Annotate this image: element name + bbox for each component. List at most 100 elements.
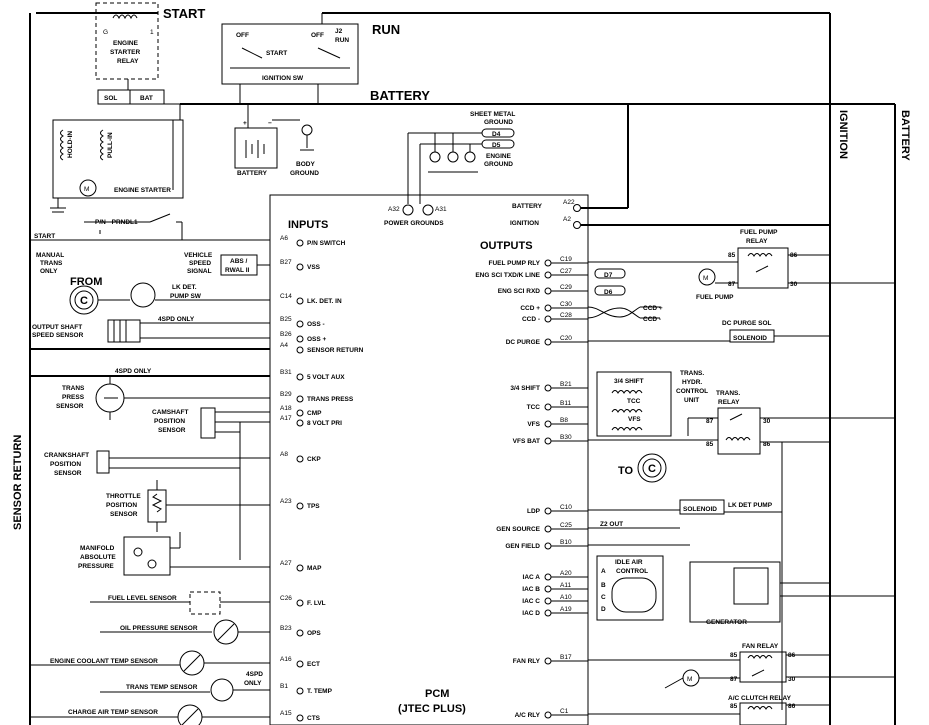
output-pin-id: A11 [560,582,571,589]
output-signal-name: LDP [527,508,541,515]
output-pin-id: C19 [560,256,572,263]
svg-text:SOL: SOL [104,95,117,102]
input-signal-name: CTS [307,715,321,722]
output-pin-id: B10 [560,539,572,546]
svg-text:4SPD ONLY: 4SPD ONLY [158,316,195,323]
svg-text:POSITION: POSITION [50,461,81,468]
ignition-switch[interactable]: OFF START OFF J2 RUN IGNITION SW [221,23,359,85]
svg-text:ENGINE: ENGINE [486,153,512,160]
svg-text:85: 85 [730,703,738,710]
input-terminal [296,239,304,247]
output-terminal [544,403,552,411]
output-pin-id: B21 [560,381,572,388]
output-pin-id: B30 [560,434,572,441]
output-pin-id: C30 [560,301,572,308]
svg-text:ENGINE COOLANT TEMP SENSOR: ENGINE COOLANT TEMP SENSOR [50,658,158,665]
svg-text:D7: D7 [604,272,613,279]
svg-text:A32: A32 [388,206,400,213]
output-signal-name: ENG SCI TXD/K LINE [475,272,540,279]
input-signal-name: VSS [307,264,321,271]
input-signal-name: MAP [307,565,322,572]
svg-text:SPEED SENSOR: SPEED SENSOR [32,332,84,339]
svg-text:CHARGE AIR TEMP SENSOR: CHARGE AIR TEMP SENSOR [68,709,158,716]
svg-text:85: 85 [706,441,714,448]
input-pin-row: B1T. TEMP [280,683,333,695]
svg-text:TRANS TEMP SENSOR: TRANS TEMP SENSOR [126,684,198,691]
output-terminal [544,287,552,295]
svg-text:FUEL LEVEL SENSOR: FUEL LEVEL SENSOR [108,595,177,602]
input-signal-name: CMP [307,410,322,417]
input-pin-id: B23 [280,625,292,632]
output-terminal [544,507,552,515]
input-signal-name: F. LVL [307,600,326,607]
svg-text:M: M [687,676,692,683]
svg-text:RELAY: RELAY [117,58,139,65]
svg-text:HOLD-IN: HOLD-IN [67,131,74,158]
svg-text:−: − [268,120,272,127]
battery-rail-label: BATTERY [370,88,430,103]
output-signal-name: CCD - [522,316,540,323]
input-pin-id: C14 [280,293,292,300]
output-signal-name: CCD + [520,305,540,312]
svg-text:SOLENOID: SOLENOID [733,335,767,342]
output-terminal [544,525,552,533]
svg-text:BAT: BAT [140,95,153,102]
output-signal-name: VFS [527,421,540,428]
svg-text:C: C [601,594,606,601]
svg-text:CCD -: CCD - [643,316,661,323]
output-signal-name: GEN FIELD [505,543,540,550]
svg-text:ONLY: ONLY [244,680,262,687]
svg-text:TRANS.: TRANS. [680,370,704,377]
output-signal-name: A/C RLY [515,712,541,719]
svg-text:OFF: OFF [236,32,249,39]
svg-text:MANUAL: MANUAL [36,252,64,259]
input-pin-id: B1 [280,683,288,690]
input-pin-id: A17 [280,415,292,422]
output-pin-id: C25 [560,522,572,529]
output-signal-name: IAC C [522,598,540,605]
input-signal-name: CKP [307,456,321,463]
output-terminal [544,573,552,581]
input-pin-id: A27 [280,560,292,567]
svg-text:Z2 OUT: Z2 OUT [600,521,623,528]
svg-text:BODY: BODY [296,161,315,168]
svg-text:TRANS: TRANS [40,260,63,267]
input-terminal [296,687,304,695]
svg-text:CONTROL: CONTROL [616,568,648,575]
output-pin-row: CCD + C30 [520,301,588,312]
input-signal-name: OSS - [307,321,325,328]
svg-text:IGNITION SW: IGNITION SW [262,75,304,82]
engine-starter: HOLD-IN PULL-IN M ENGINE STARTER [52,119,184,199]
output-terminal [544,609,552,617]
svg-text:GROUND: GROUND [484,161,513,168]
svg-text:ONLY: ONLY [40,268,58,275]
output-ignition-pin: A2 [563,216,571,223]
svg-text:D: D [601,606,606,613]
input-terminal [296,502,304,510]
output-signal-name: ENG SCI RXD [498,288,541,295]
svg-text:A/C CLUTCH RELAY: A/C CLUTCH RELAY [728,695,792,702]
output-signal-name: FAN RLY [513,658,541,665]
svg-text:86: 86 [788,703,796,710]
input-terminal [296,599,304,607]
inputs-title: INPUTS [288,219,328,231]
svg-text:OFF: OFF [311,32,324,39]
svg-text:SHEET METAL: SHEET METAL [470,111,515,118]
svg-text:SENSOR: SENSOR [158,427,186,434]
